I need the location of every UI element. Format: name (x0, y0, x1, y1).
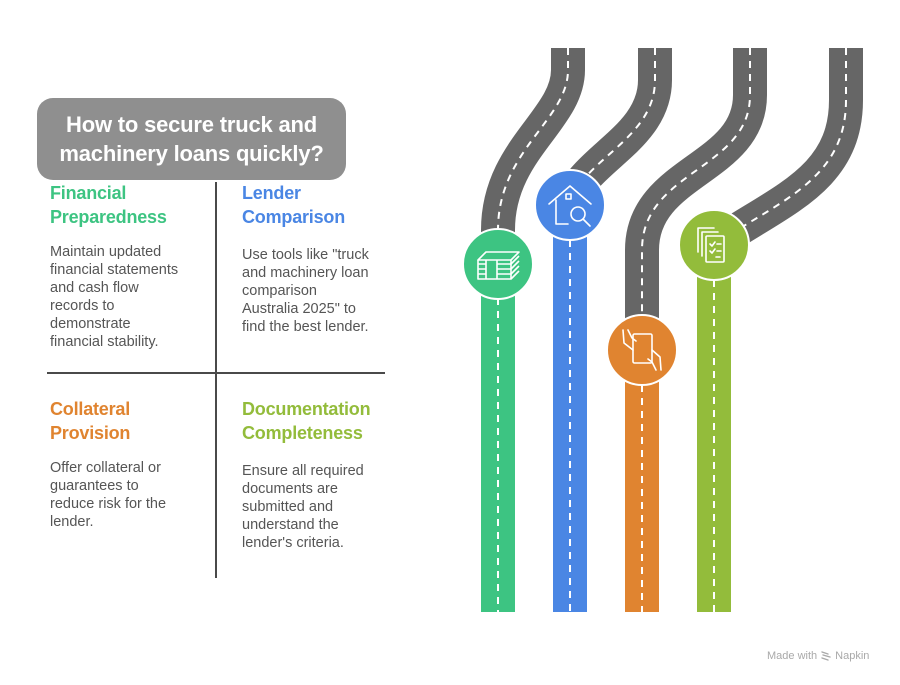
made-with-label: Made with (767, 650, 818, 662)
horizontal-divider (47, 372, 385, 374)
quadrant-heading: Documentation Completeness (242, 399, 371, 443)
checklist-documents-icon (678, 209, 750, 281)
quadrant-body: Use tools like "truck and machinery loan… (242, 247, 369, 335)
road-colored-segment (481, 264, 515, 612)
quadrant-collateral-provision: Collateral Provision Offer collateral or… (50, 397, 210, 531)
quadrant-lender-comparison: Lender Comparison Use tools like "truck … (242, 181, 402, 336)
footer-attribution: Made with Napkin (767, 650, 869, 662)
road-dashes (641, 48, 751, 350)
road-dashes (497, 48, 569, 264)
quadrant-heading: Financial Preparedness (50, 183, 167, 227)
page-title: How to secure truck and machinery loans … (59, 112, 324, 166)
quadrant-documentation-completeness: Documentation Completeness Ensure all re… (242, 397, 392, 552)
quadrant-body: Ensure all required documents are submit… (242, 463, 364, 551)
quadrant-body: Maintain updated financial statements an… (50, 244, 179, 350)
quadrant-body: Offer collateral or guarantees to reduce… (50, 460, 167, 530)
house-search-icon (534, 169, 606, 241)
road-financial-preparedness (481, 48, 585, 612)
road-collateral-provision (625, 48, 767, 612)
money-stack-icon (462, 228, 534, 300)
title-box: How to secure truck and machinery loans … (37, 98, 346, 180)
quadrant-heading: Collateral Provision (50, 399, 131, 443)
quadrant-heading: Lender Comparison (242, 183, 346, 227)
vertical-divider (215, 182, 217, 578)
napkin-logo-icon (821, 651, 831, 661)
quadrant-financial-preparedness: Financial Preparedness Maintain updated … (50, 181, 210, 351)
hands-tablet-icon (606, 314, 678, 386)
napkin-brand: Napkin (835, 650, 870, 662)
